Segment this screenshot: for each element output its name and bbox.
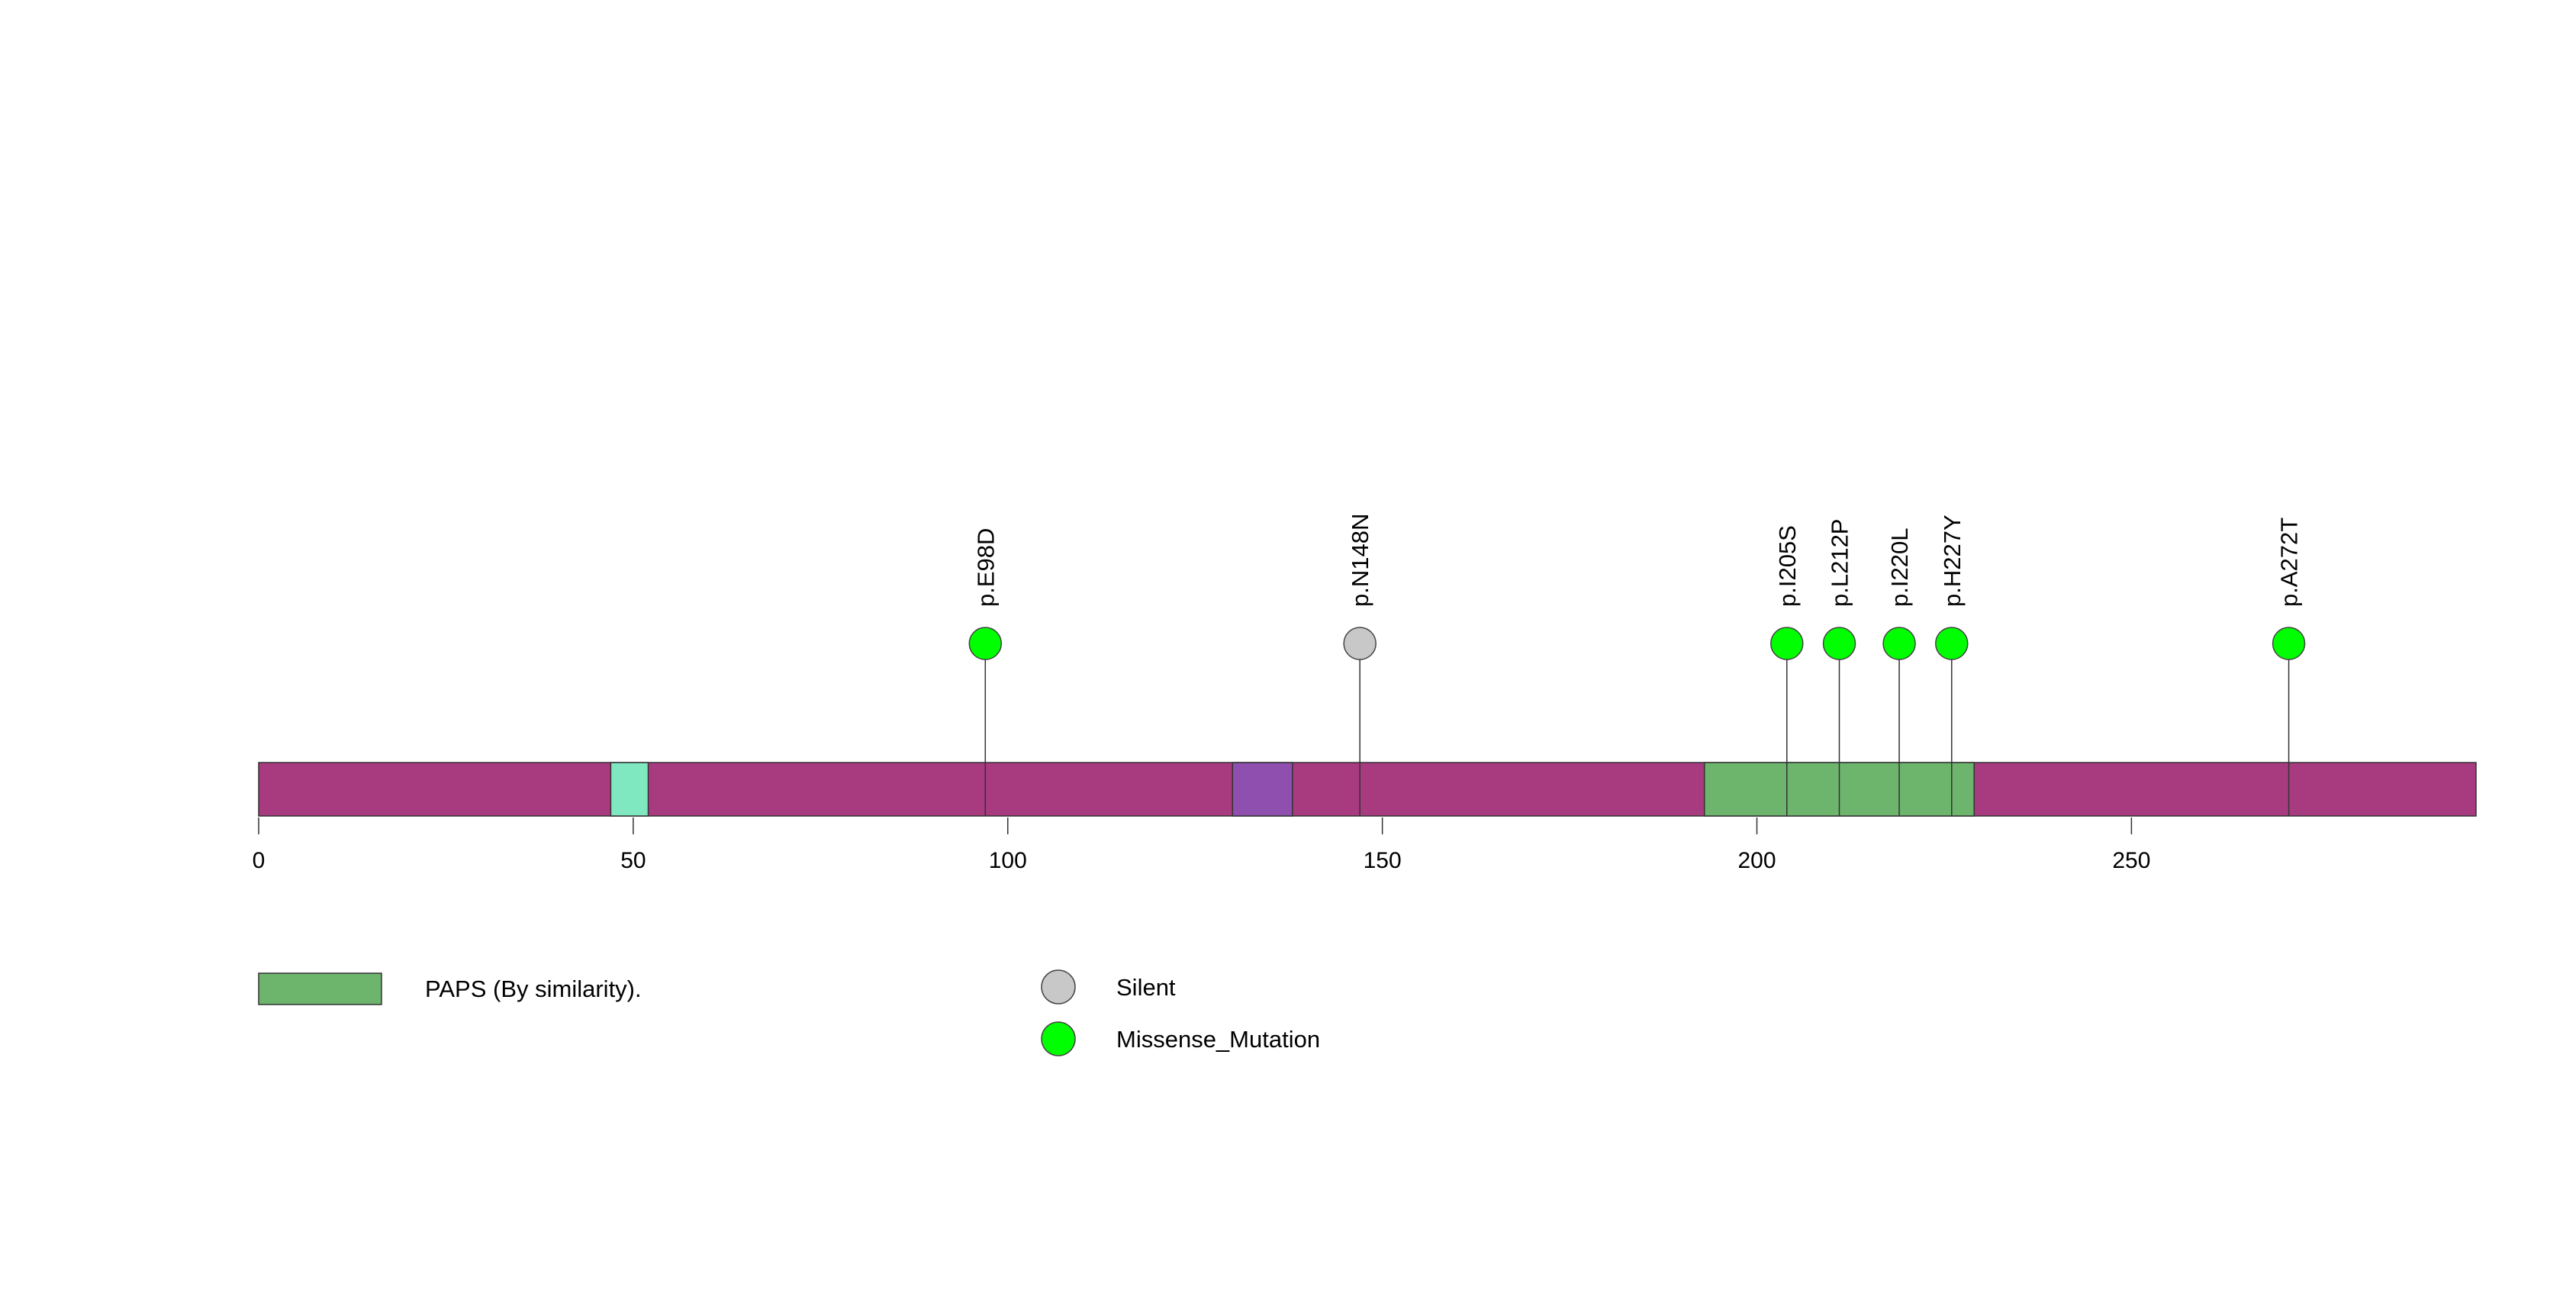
mutation-head xyxy=(1822,627,1856,660)
mutation-head xyxy=(1882,627,1916,660)
domain-block xyxy=(610,762,649,817)
legend: PAPS (By similarity). SilentMissense_Muta… xyxy=(258,969,1320,1056)
legend-mutation-swatch xyxy=(1041,969,1076,1005)
legend-domain-label: PAPS (By similarity). xyxy=(425,976,642,1002)
x-tick-label: 200 xyxy=(1737,848,1776,873)
mutation-head xyxy=(1935,627,1969,660)
mutation-head xyxy=(1770,627,1804,660)
mutation-label: p.A272T xyxy=(2276,518,2303,607)
x-tick-label: 50 xyxy=(620,848,646,873)
mutation-head xyxy=(968,627,1003,660)
mutation-stick-layer xyxy=(984,643,2290,816)
mutation-label-layer: p.E98D p.N148N p.I205S p.L212P p.I220L p.H227… xyxy=(972,514,2302,607)
legend-mutation-label: Silent xyxy=(1116,974,1176,1001)
mutation-label: p.E98D xyxy=(972,528,999,607)
legend-domain-swatch xyxy=(258,972,382,1005)
mutation-head xyxy=(1343,627,1377,660)
mutation-head xyxy=(2272,627,2306,660)
mutation-label: p.L212P xyxy=(1827,519,1853,608)
mutation-head-layer xyxy=(968,627,2306,660)
x-tick-label: 250 xyxy=(2112,848,2150,873)
x-tick-label: 0 xyxy=(253,848,266,873)
protein-backbone xyxy=(258,762,2477,817)
protein-backbone-layer xyxy=(258,762,2477,817)
mutation-label: p.I220L xyxy=(1886,528,1913,607)
legend-mutation-label: Missense_Mutation xyxy=(1116,1026,1320,1053)
mutation-label: p.H227Y xyxy=(1939,514,1966,607)
mutation-label: p.N148N xyxy=(1347,514,1373,607)
x-axis: 0 50 100 150 200 250 xyxy=(253,818,2150,873)
legend-mutation-swatch xyxy=(1041,1021,1076,1056)
x-tick-label: 150 xyxy=(1364,848,1402,873)
domain-block xyxy=(1232,762,1293,817)
mutation-label: p.I205S xyxy=(1774,525,1801,607)
x-tick-label: 100 xyxy=(989,848,1027,873)
